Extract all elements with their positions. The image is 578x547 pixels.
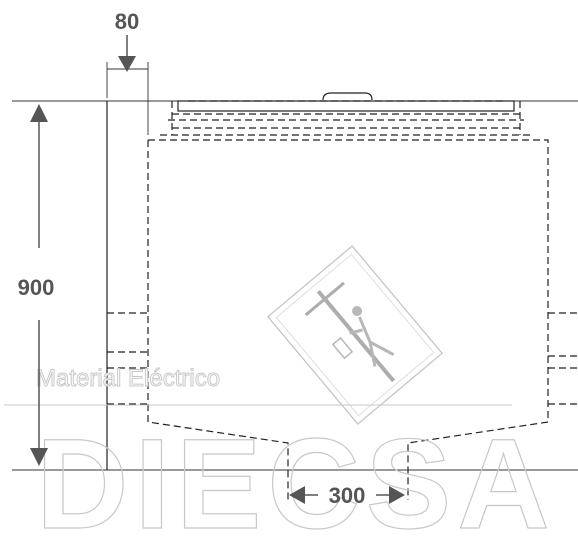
- svg-text:300: 300: [329, 483, 366, 508]
- dimension-80: 80: [106, 9, 149, 135]
- lineman-on-pole-logo-icon: [267, 245, 443, 425]
- svg-text:80: 80: [115, 9, 139, 34]
- watermark-subtitle: Material Eléctrico: [36, 365, 220, 392]
- dimension-300: 300: [289, 483, 405, 508]
- svg-text:900: 900: [18, 275, 55, 300]
- watermark-brand: DIECSA: [36, 413, 556, 547]
- dimension-900: 900: [18, 104, 55, 466]
- knockouts-right: [548, 312, 578, 405]
- inner-body-outline: [147, 139, 549, 500]
- knockouts-left: [107, 312, 148, 405]
- lid: [160, 92, 532, 136]
